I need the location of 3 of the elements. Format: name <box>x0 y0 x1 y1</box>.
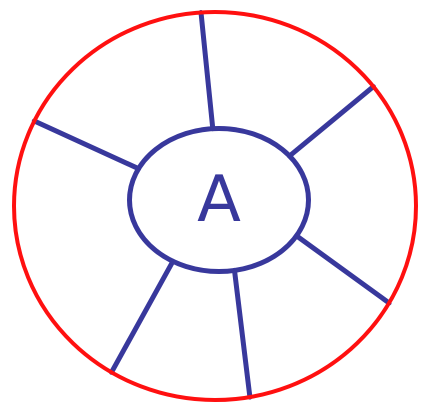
node-label: A <box>197 168 241 232</box>
spoke-line <box>294 233 392 306</box>
spoke-line <box>287 84 376 158</box>
